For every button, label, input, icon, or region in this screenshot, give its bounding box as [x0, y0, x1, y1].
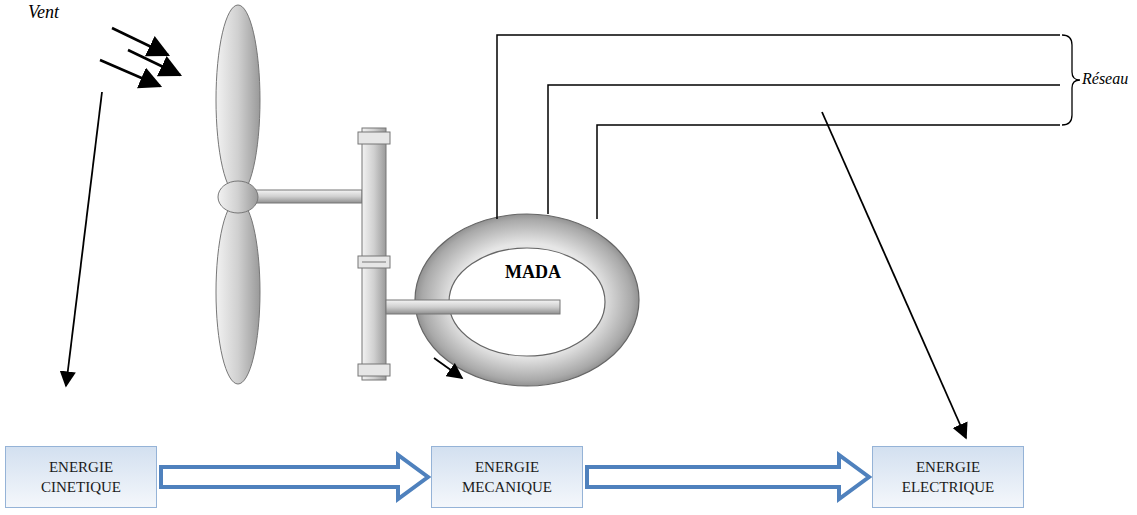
flow-arrow: [587, 455, 869, 499]
energy-box: ENERGIE ELECTRIQUE: [872, 446, 1024, 508]
box-text: ENERGIE ELECTRIQUE: [879, 457, 1017, 498]
hub: [218, 181, 258, 213]
gearbox: [358, 128, 390, 380]
grid-bracket: [1062, 35, 1080, 125]
rotor-blades: [216, 5, 260, 384]
wind-arrows: [100, 28, 180, 86]
grid-wires: [497, 35, 1060, 219]
generator-label: MADA: [505, 262, 561, 283]
box-text: ENERGIE MECANIQUE: [438, 457, 576, 498]
box-text: ENERGIE CINETIQUE: [12, 457, 150, 498]
energy-box: ENERGIE MECANIQUE: [431, 446, 583, 508]
wind-label: Vent: [28, 2, 59, 23]
slow-shaft: [250, 190, 362, 203]
fast-shaft: [386, 300, 560, 314]
grid-label: Réseau: [1082, 70, 1128, 88]
leader-arrows: [66, 92, 966, 438]
flow-arrow: [161, 455, 428, 499]
energy-box: ENERGIE CINETIQUE: [5, 446, 157, 508]
